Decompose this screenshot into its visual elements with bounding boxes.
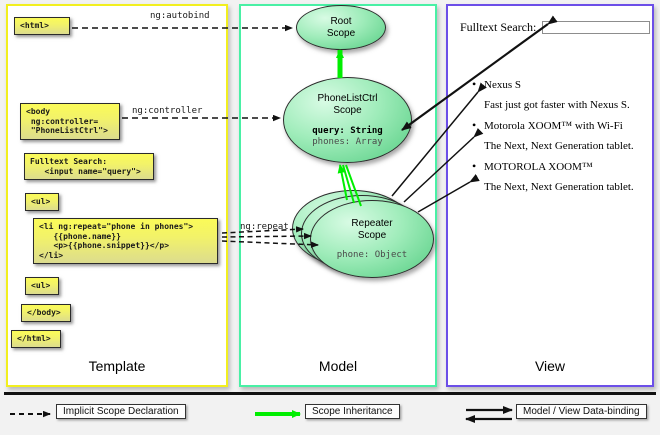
legend-label-databinding: Model / View Data-binding — [516, 404, 647, 419]
panel-view: Fulltext Search: • Nexus S Fast just got… — [446, 4, 654, 387]
legend-label-implicit: Implicit Scope Declaration — [56, 404, 186, 419]
view-search-input[interactable] — [542, 21, 651, 34]
code-box-li-repeat: <li ng:repeat="phone in phones"> {{phone… — [33, 218, 218, 264]
list-item: • Nexus S Fast just got faster with Nexu… — [470, 77, 650, 112]
legend-divider — [4, 392, 656, 395]
scope-repeater: Repeater Scope phone: Object — [310, 200, 434, 278]
scope-phonelistctrl-title-1: PhoneListCtrl — [317, 92, 378, 104]
connector-label-repeat: ng:repeat — [240, 222, 289, 232]
code-box-body-open: <body ng:controller= "PhoneListCtrl"> — [20, 103, 120, 140]
scope-phonelistctrl-prop-phones: phones: Array — [312, 136, 383, 147]
view-phone-list: • Nexus S Fast just got faster with Nexu… — [470, 77, 650, 201]
bullet-icon: • — [472, 118, 477, 132]
legend-item-implicit: Implicit Scope Declaration — [56, 404, 186, 419]
view-search-label: Fulltext Search: — [460, 20, 537, 34]
legend-item-databinding: Model / View Data-binding — [516, 404, 647, 419]
code-box-html-close: </html> — [11, 330, 61, 348]
connector-label-controller: ng:controller — [132, 106, 203, 116]
scope-root-title-2: Scope — [326, 27, 356, 39]
legend-label-inheritance: Scope Inheritance — [305, 404, 400, 419]
code-box-ul-close: <ul> — [25, 277, 59, 295]
code-box-body-close: </body> — [21, 304, 71, 322]
list-item: • MOTOROLA XOOM™ The Next, Next Generati… — [470, 159, 650, 194]
code-box-html-open: <html> — [14, 17, 70, 35]
scope-phonelistctrl-title-2: Scope — [333, 104, 362, 116]
legend-item-inheritance: Scope Inheritance — [305, 404, 400, 419]
list-item-snippet: The Next, Next Generation tablet. — [484, 140, 634, 152]
scope-repeater-title-2: Scope — [357, 229, 387, 241]
list-item-snippet: The Next, Next Generation tablet. — [484, 181, 634, 193]
view-search-row: Fulltext Search: — [460, 20, 651, 35]
list-item-name: • Motorola XOOM™ with Wi-Fi — [472, 118, 623, 132]
list-item-name: • Nexus S — [472, 77, 521, 91]
list-item-snippet: Fast just got faster with Nexus S. — [484, 99, 630, 111]
scope-phonelistctrl: PhoneListCtrl Scope query: String phones… — [283, 77, 412, 163]
panel-template-label: Template — [88, 358, 146, 374]
bullet-icon: • — [472, 77, 477, 91]
scope-root-title-1: Root — [330, 15, 352, 27]
code-box-ul-open: <ul> — [25, 193, 59, 211]
code-box-fulltext-search: Fulltext Search: <input name="query"> — [24, 153, 154, 180]
scope-repeater-prop-phone: phone: Object — [336, 249, 408, 260]
panel-model-label: Model — [318, 358, 358, 374]
connector-label-autobind: ng:autobind — [150, 11, 210, 21]
scope-repeater-title-1: Repeater — [351, 217, 393, 229]
panel-view-label: View — [534, 358, 566, 374]
scope-root: Root Scope — [296, 5, 386, 50]
list-item: • Motorola XOOM™ with Wi-Fi The Next, Ne… — [470, 118, 650, 153]
bullet-icon: • — [472, 159, 477, 173]
scope-phonelistctrl-prop-query: query: String — [312, 125, 383, 136]
list-item-name: • MOTOROLA XOOM™ — [472, 159, 593, 173]
